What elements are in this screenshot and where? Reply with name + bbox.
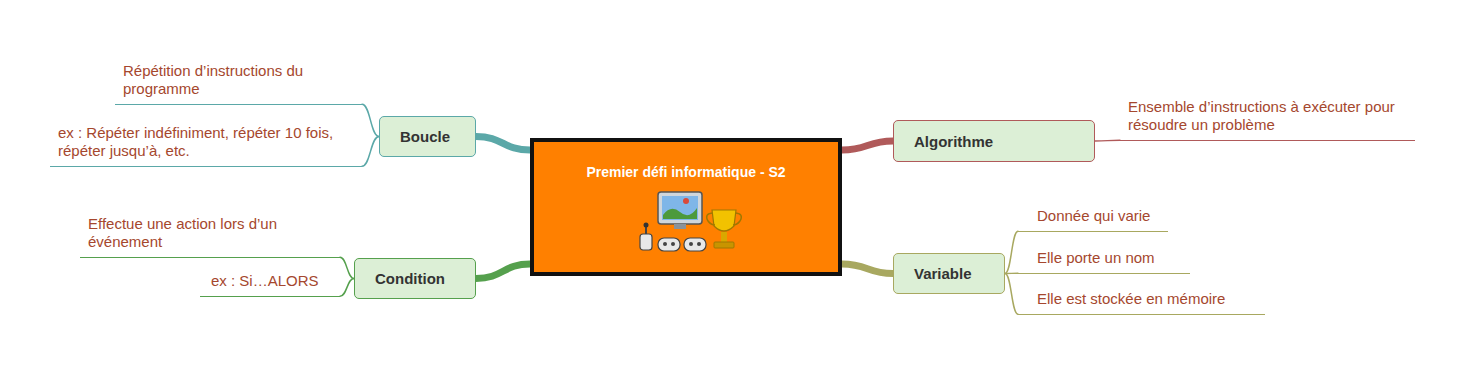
sub-branch (340, 279, 354, 297)
sub-branch (340, 257, 354, 278)
monitor-stand (674, 224, 686, 229)
note-text: Elle est stockée en mémoire (1037, 290, 1257, 309)
branch-topic: Condition (354, 258, 476, 299)
branch-label: Condition (375, 270, 445, 287)
main-branch (842, 141, 893, 150)
branch-label: Variable (914, 265, 972, 282)
subtopic-note: Elle est stockée en mémoire (1018, 290, 1265, 315)
game-trophy-illustration (636, 188, 746, 260)
gamepad-button (697, 242, 701, 246)
screen-sprite (683, 198, 689, 204)
note-text: ex : Répéter indéfiniment, répéter 10 fo… (58, 124, 354, 162)
sub-branch (362, 137, 379, 167)
note-text: Elle porte un nom (1037, 249, 1182, 268)
trophy-handle (733, 213, 741, 225)
branch-label: Boucle (400, 128, 450, 145)
branch-topic: Algorithme (893, 120, 1095, 162)
sub-branch (1005, 231, 1018, 273)
gamepad (684, 238, 706, 251)
screen (662, 196, 698, 220)
main-branch (842, 264, 893, 274)
screen-landscape (663, 208, 697, 219)
subtopic-note: Ensemble d’instructions à exécuter pour … (1120, 98, 1415, 142)
subtopic-note: Effectue une action lors d’un événement (80, 215, 340, 259)
gamepad-button (689, 242, 693, 246)
branch-topic: Boucle (379, 116, 476, 157)
main-branch (476, 264, 530, 279)
sub-branch (362, 104, 379, 136)
subtopic-note: Donnée qui varie (1018, 207, 1168, 232)
note-text: Effectue une action lors d’un événement (88, 215, 332, 253)
main-branch (476, 137, 530, 151)
joystick (640, 234, 652, 250)
note-text: Donnée qui varie (1037, 207, 1160, 226)
sub-branch (1005, 274, 1018, 315)
gamepad-button (663, 242, 667, 246)
trophy-cup (712, 210, 736, 231)
gamepad-button (671, 242, 675, 246)
branch-topic: Variable (893, 253, 1005, 294)
subtopic-note: Répétition d’instructions du programme (115, 62, 362, 106)
note-text: ex : Si…ALORS (211, 272, 332, 291)
trophy-stem (721, 232, 727, 242)
note-text: Répétition d’instructions du programme (123, 62, 354, 100)
joystick-knob (644, 223, 649, 228)
trophy-base (714, 242, 734, 248)
central-title: Premier défi informatique - S2 (534, 164, 838, 180)
sub-branch (1095, 140, 1120, 142)
note-text: Ensemble d’instructions à exécuter pour … (1128, 98, 1395, 136)
branch-label: Algorithme (914, 133, 993, 150)
subtopic-note: Elle porte un nom (1018, 249, 1190, 274)
gamepad (658, 238, 680, 251)
monitor (658, 192, 702, 224)
trophy-handle (707, 213, 715, 225)
subtopic-note: ex : Si…ALORS (200, 272, 340, 297)
subtopic-note: ex : Répéter indéfiniment, répéter 10 fo… (50, 124, 362, 168)
